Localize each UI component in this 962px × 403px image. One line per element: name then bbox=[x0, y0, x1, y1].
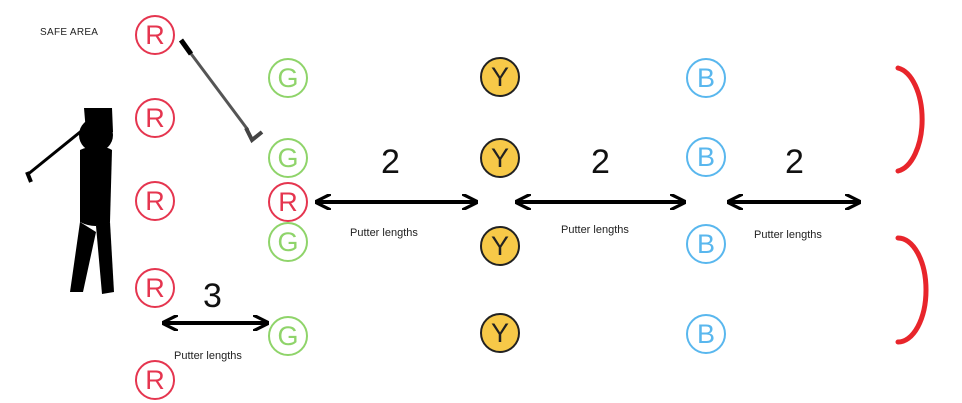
green-marker: G bbox=[268, 222, 308, 262]
blue-marker: B bbox=[686, 137, 726, 177]
green-marker: G bbox=[268, 58, 308, 98]
blue-marker: B bbox=[686, 58, 726, 98]
hole-arc-lower bbox=[895, 235, 929, 345]
distance-value: 3 bbox=[203, 277, 222, 315]
yellow-marker: Y bbox=[480, 138, 520, 178]
yellow-marker: Y bbox=[480, 226, 520, 266]
red-marker: R bbox=[135, 98, 175, 138]
distance-unit-label: Putter lengths bbox=[350, 227, 418, 239]
red-marker: R bbox=[135, 268, 175, 308]
distance-value: 2 bbox=[591, 143, 610, 181]
yellow-marker: Y bbox=[480, 57, 520, 97]
red-marker: R bbox=[135, 360, 175, 400]
green-marker: G bbox=[268, 138, 308, 178]
red-marker: R bbox=[135, 15, 175, 55]
distance-value: 2 bbox=[381, 143, 400, 181]
distance-value: 2 bbox=[785, 143, 804, 181]
yellow-marker: Y bbox=[480, 313, 520, 353]
safe-area-label: SAFE AREA bbox=[40, 27, 99, 38]
distance-unit-label: Putter lengths bbox=[561, 224, 629, 236]
golfer-silhouette-icon bbox=[25, 108, 114, 294]
golf-club-icon bbox=[178, 38, 264, 144]
green-marker: G bbox=[268, 316, 308, 356]
distance-unit-label: Putter lengths bbox=[174, 350, 242, 362]
blue-marker: B bbox=[686, 314, 726, 354]
blue-marker: B bbox=[686, 224, 726, 264]
distance-unit-label: Putter lengths bbox=[754, 229, 822, 241]
hole-arc-upper bbox=[895, 65, 925, 174]
red-marker-start: R bbox=[268, 182, 308, 222]
red-marker: R bbox=[135, 181, 175, 221]
